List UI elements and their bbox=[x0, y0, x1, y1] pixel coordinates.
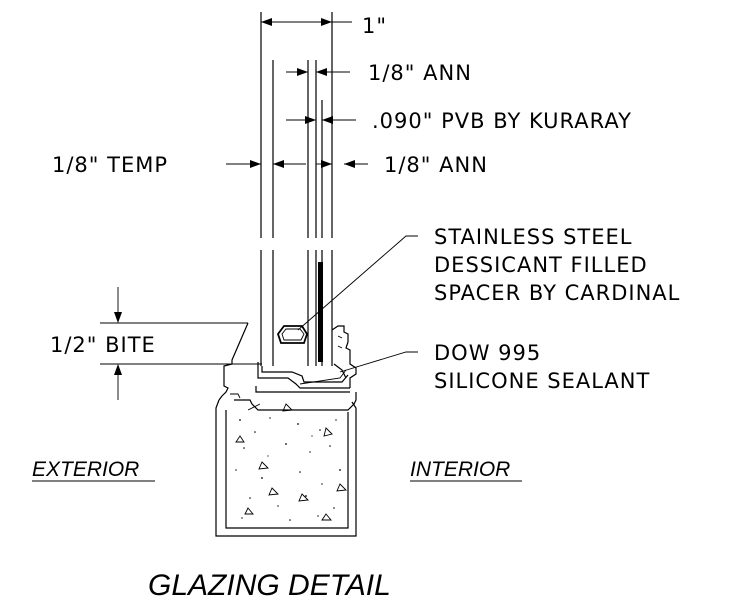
label-outer-lite: 1/8" ANN bbox=[368, 61, 472, 85]
label-bite: 1/2" BITE bbox=[50, 333, 156, 357]
dimension-tempered-lite bbox=[226, 160, 306, 168]
dimension-bite bbox=[100, 287, 262, 400]
label-spacer-line3: SPACER BY CARDINAL bbox=[434, 281, 680, 305]
glass-lites bbox=[260, 12, 333, 366]
dimension-interlayer bbox=[286, 116, 356, 124]
spacer-leader bbox=[297, 235, 418, 331]
label-overall-width: 1" bbox=[362, 14, 387, 38]
glazing-frame bbox=[218, 322, 357, 411]
spacer bbox=[276, 325, 308, 344]
frame-body bbox=[215, 399, 357, 537]
label-spacer-line1: STAINLESS STEEL bbox=[434, 225, 633, 249]
dimension-outer-lite bbox=[286, 68, 350, 76]
label-sealant-line1: DOW 995 bbox=[434, 341, 541, 365]
label-tempered-lite: 1/8" TEMP bbox=[52, 153, 168, 177]
label-interior: INTERIOR bbox=[410, 458, 510, 481]
concrete-fill bbox=[235, 403, 347, 521]
dimension-inner-lite bbox=[316, 160, 368, 168]
label-inner-lite: 1/8" ANN bbox=[384, 153, 488, 177]
label-spacer-line2: DESSICANT FILLED bbox=[434, 253, 648, 277]
label-interlayer: .090" PVB BY KURARAY bbox=[372, 109, 632, 133]
label-sealant-line2: SILICONE SEALANT bbox=[434, 369, 650, 393]
dimension-overall bbox=[261, 18, 352, 26]
sealant-leader bbox=[339, 351, 418, 373]
label-exterior: EXTERIOR bbox=[32, 458, 139, 481]
pvb-interlayer bbox=[318, 262, 323, 362]
drawing-title: GLAZING DETAIL bbox=[148, 569, 391, 602]
